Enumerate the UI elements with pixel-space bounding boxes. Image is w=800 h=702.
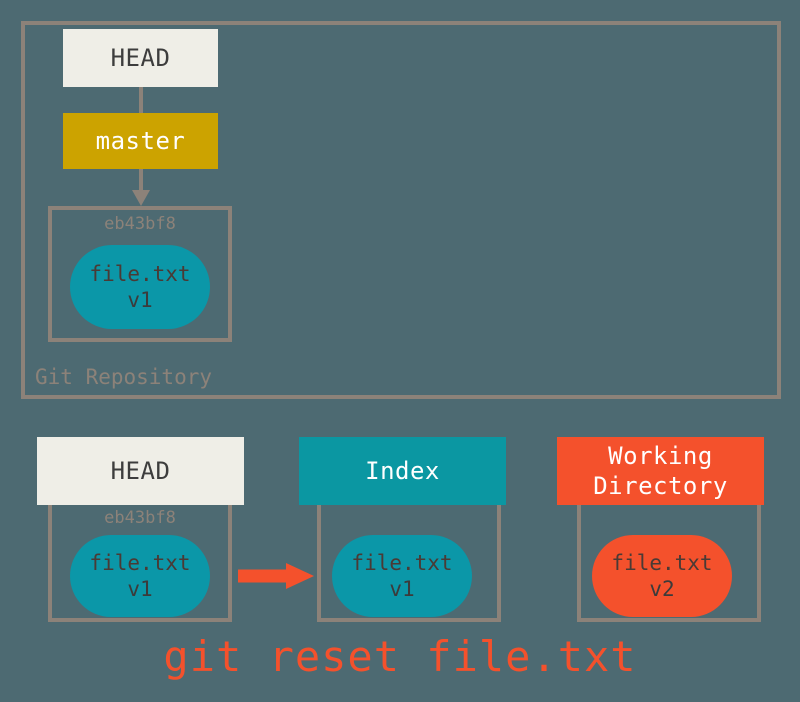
index-area-blob-line1: file.txt xyxy=(351,551,453,575)
arrow-master-to-commit-icon xyxy=(132,168,150,206)
head-area-header[interactable]: HEAD xyxy=(37,437,244,505)
head-area-blob-line2: v1 xyxy=(127,577,153,601)
repo-commit-blob-line2: v1 xyxy=(127,288,153,312)
head-area-blob-line1: file.txt xyxy=(89,551,191,575)
repo-commit-blob[interactable]: file.txt v1 xyxy=(70,245,210,329)
head-area-label: HEAD xyxy=(110,457,171,485)
git-repository-frame xyxy=(21,21,781,399)
working-directory-blob-line1: file.txt xyxy=(611,551,713,575)
arrow-head-to-master-icon xyxy=(139,86,143,118)
head-area-hash: eb43bf8 xyxy=(104,508,176,528)
repo-master-label: master xyxy=(95,127,186,155)
repo-commit-blob-line1: file.txt xyxy=(89,262,191,286)
working-directory-label-line2: Directory xyxy=(593,472,728,500)
index-area-header[interactable]: Index xyxy=(299,437,506,505)
git-repository-label: Git Repository xyxy=(31,364,217,390)
head-area-blob[interactable]: file.txt v1 xyxy=(70,535,210,617)
working-directory-blob-line2: v2 xyxy=(649,577,675,601)
command-caption: git reset file.txt xyxy=(163,632,637,681)
working-directory-area-header[interactable]: Working Directory xyxy=(557,437,764,505)
index-area-blob-line2: v1 xyxy=(389,577,415,601)
repo-commit-hash: eb43bf8 xyxy=(104,214,176,234)
working-directory-label-line1: Working xyxy=(608,442,713,470)
working-directory-area-blob[interactable]: file.txt v2 xyxy=(592,535,732,617)
repo-commit-box[interactable] xyxy=(48,206,232,342)
repo-master-branch-box[interactable]: master xyxy=(63,113,218,169)
repo-head-box[interactable]: HEAD xyxy=(63,29,218,87)
repo-head-label: HEAD xyxy=(110,44,171,72)
index-area-blob[interactable]: file.txt v1 xyxy=(332,535,472,617)
index-area-label: Index xyxy=(365,457,440,485)
arrow-head-to-index-icon xyxy=(238,563,314,589)
